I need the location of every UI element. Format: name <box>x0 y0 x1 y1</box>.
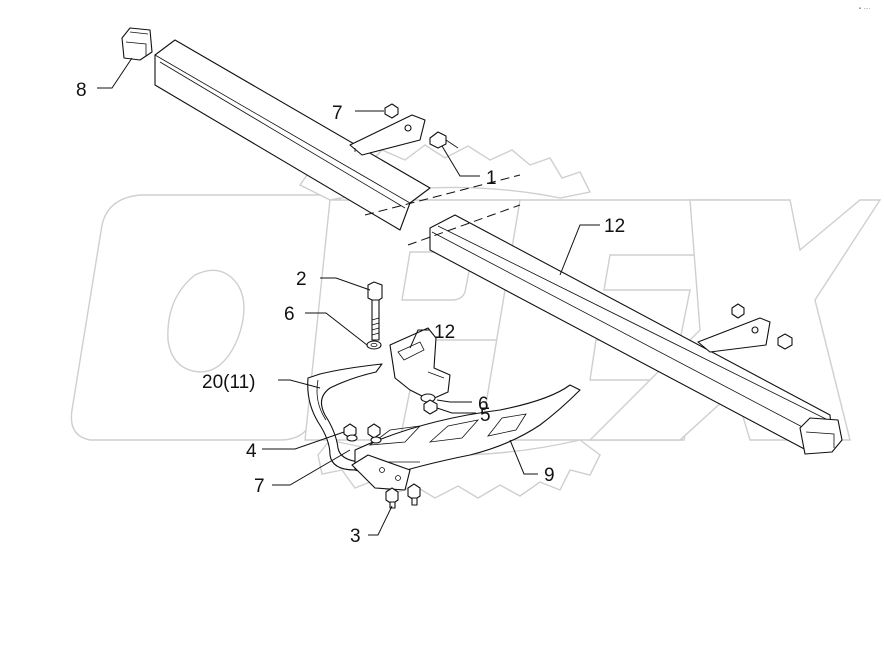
callout-1: 1 <box>486 168 497 189</box>
nut-washer-lower <box>420 393 438 415</box>
callout-6-top: 6 <box>284 304 295 325</box>
callout-12-mid: 12 <box>434 322 455 343</box>
bolt-upper <box>429 131 447 149</box>
callout-5: 5 <box>480 405 491 426</box>
beam-break-line-1 <box>364 174 521 216</box>
watermark-letter-o <box>70 194 347 441</box>
watermark-letter-x <box>588 199 882 441</box>
share-mounting-plate <box>351 454 411 491</box>
callout-20-11: 20(11) <box>202 372 256 393</box>
s-tine-spring <box>307 363 383 471</box>
sweep-share <box>354 384 581 479</box>
callout-7-top: 7 <box>332 103 343 124</box>
beam-break-line-2 <box>407 204 521 246</box>
washer-upper <box>366 340 382 350</box>
end-cap-right <box>799 417 843 455</box>
bolt-lower <box>777 333 793 350</box>
callout-3: 3 <box>350 526 361 547</box>
callout-12-top: 12 <box>604 216 625 237</box>
callout-8: 8 <box>76 80 87 101</box>
callout-9: 9 <box>544 465 555 486</box>
small-nuts <box>343 423 382 444</box>
clamp-bracket <box>389 327 451 401</box>
nut-lower <box>731 303 745 319</box>
callout-2: 2 <box>296 269 307 290</box>
bracket-lower <box>697 303 793 353</box>
end-cap-top <box>121 27 153 61</box>
callout-6-lower: 6 <box>478 394 489 415</box>
callout-7-lower: 7 <box>254 476 265 497</box>
long-bolt <box>367 281 383 341</box>
corner-mark: ⚬ ···· <box>858 6 871 12</box>
callout-4: 4 <box>246 441 257 462</box>
nut-upper <box>384 103 399 119</box>
leader-lines <box>97 57 600 536</box>
bracket-upper <box>349 103 459 156</box>
plough-bolts <box>385 483 421 509</box>
callout-labels: 8 7 1 12 2 6 12 20(11) 6 5 4 7 9 3 <box>76 80 625 547</box>
